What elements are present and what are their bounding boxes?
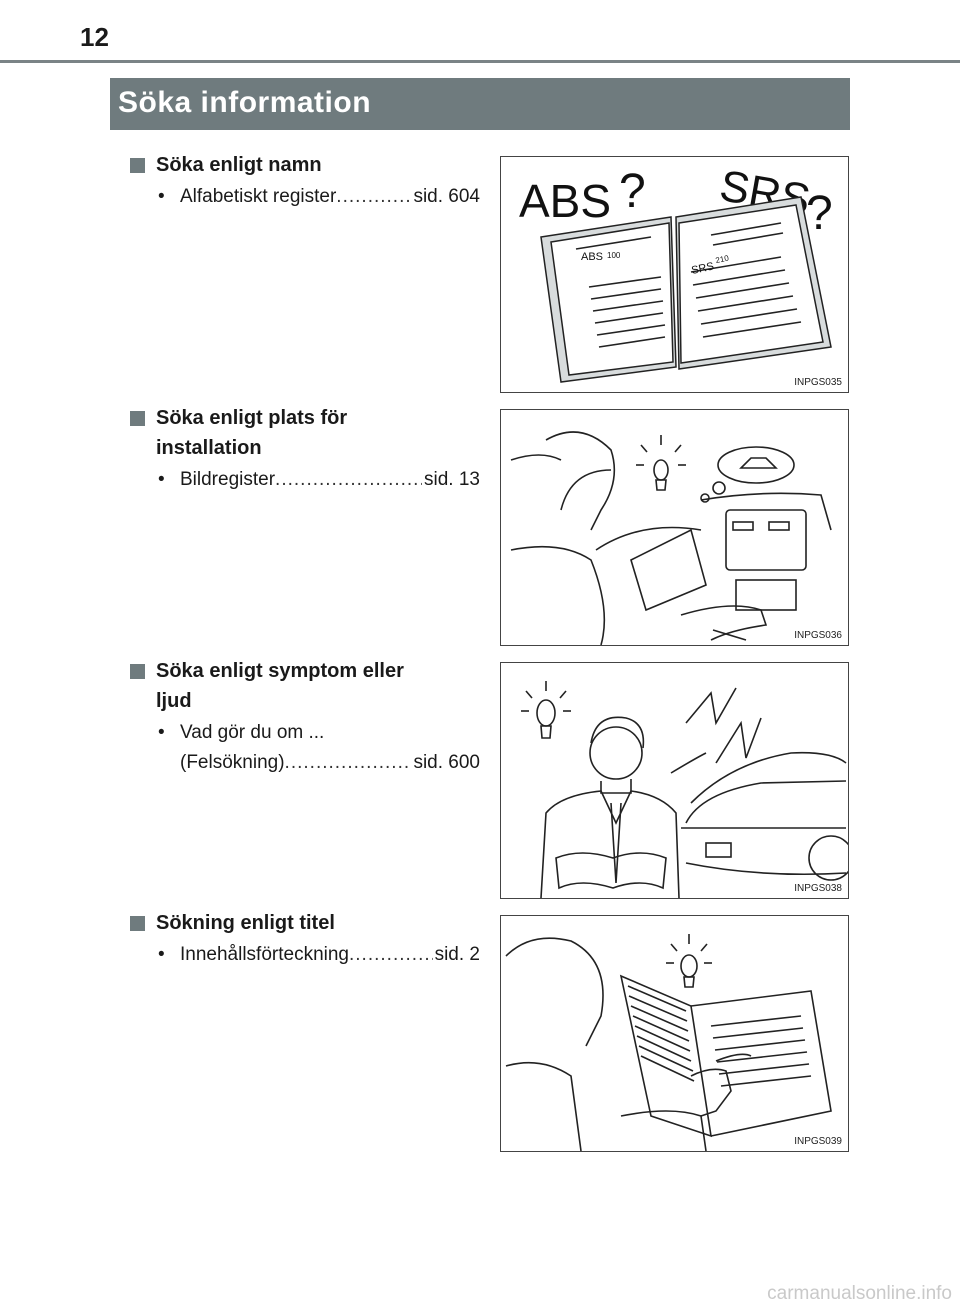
heading-line: installation (156, 437, 262, 459)
figure-open-manual: ABS ? SRS ? ABS 100 SRS 210 INPGS035 (500, 156, 849, 393)
section-search-by-symptom: Söka enligt symptom eller ljud • Vad gör… (130, 656, 480, 778)
bullet-icon: • (158, 186, 165, 207)
heading-line: Sökning enligt titel (156, 912, 335, 934)
figure-label: SRS (690, 260, 715, 276)
watermark: carmanualsonline.info (767, 1283, 952, 1304)
figure-code: INPGS039 (794, 1136, 842, 1147)
reference-item: • Alfabetiskt register sid. 604 (130, 182, 480, 212)
top-rule (0, 60, 960, 63)
page-title: Söka information (118, 86, 372, 119)
figure-driver-reading-manual: INPGS036 (500, 409, 849, 646)
bullet-icon: • (158, 944, 165, 965)
figure-man-and-car: INPGS038 (500, 662, 849, 899)
section-heading: Sökning enligt titel (130, 908, 480, 938)
dot-leader (349, 940, 433, 970)
section-search-by-location: Söka enligt plats för installation • Bil… (130, 403, 480, 495)
item-text-line: Vad gör du om ... (180, 722, 325, 743)
symptom-illustration (521, 681, 848, 898)
heading-line: Söka enligt namn (156, 154, 322, 176)
item-label: (Felsökning) (180, 752, 285, 773)
heading-line: Söka enligt symptom eller (156, 660, 404, 682)
figure-code: INPGS036 (794, 630, 842, 641)
square-bullet-icon (130, 411, 145, 426)
item-label: Alfabetiskt register (180, 186, 337, 207)
figure-code: INPGS035 (794, 377, 842, 388)
square-bullet-icon (130, 664, 145, 679)
figure-label: ABS (519, 175, 611, 227)
section-heading: Söka enligt namn (130, 150, 480, 180)
figure-reading-contents: INPGS039 (500, 915, 849, 1152)
figure-label: ABS (581, 251, 603, 263)
dot-leader (336, 182, 411, 212)
square-bullet-icon (130, 158, 145, 173)
heading-line: Söka enligt plats för (156, 407, 348, 429)
page-reference[interactable]: sid. 604 (413, 186, 480, 207)
heading-line: ljud (156, 690, 192, 712)
driver-illustration (510, 431, 832, 645)
figure-label: 100 (607, 251, 621, 260)
contents-illustration (505, 934, 832, 1151)
bullet-icon: • (158, 722, 165, 743)
svg-text:?: ? (806, 187, 833, 240)
section-search-by-name: Söka enligt namn • Alfabetiskt register … (130, 150, 480, 212)
page-reference[interactable]: sid. 2 (434, 944, 480, 965)
reference-item: • Vad gör du om ... (Felsökning) sid. 60… (130, 718, 480, 778)
dot-leader (285, 748, 412, 778)
section-heading: Söka enligt symptom eller ljud (130, 656, 480, 716)
page-reference[interactable]: sid. 13 (424, 469, 480, 490)
square-bullet-icon (130, 916, 145, 931)
svg-text:?: ? (619, 165, 646, 218)
figure-label: 210 (715, 253, 730, 265)
section-heading: Söka enligt plats för installation (130, 403, 480, 463)
open-book-illustration: ABS ? SRS ? ABS 100 SRS 210 (519, 161, 833, 383)
title-bar: Söka information (110, 78, 850, 130)
dot-leader (275, 465, 422, 495)
reference-item: • Bildregister sid. 13 (130, 465, 480, 495)
item-label: Innehållsförteckning (180, 944, 349, 965)
bullet-icon: • (158, 469, 165, 490)
item-label: Bildregister (180, 469, 276, 490)
figure-code: INPGS038 (794, 883, 842, 894)
page-number: 12 (80, 22, 109, 52)
section-search-by-title: Sökning enligt titel • Innehållsförteckn… (130, 908, 480, 970)
page-reference[interactable]: sid. 600 (413, 752, 480, 773)
reference-item: • Innehållsförteckning sid. 2 (130, 940, 480, 970)
